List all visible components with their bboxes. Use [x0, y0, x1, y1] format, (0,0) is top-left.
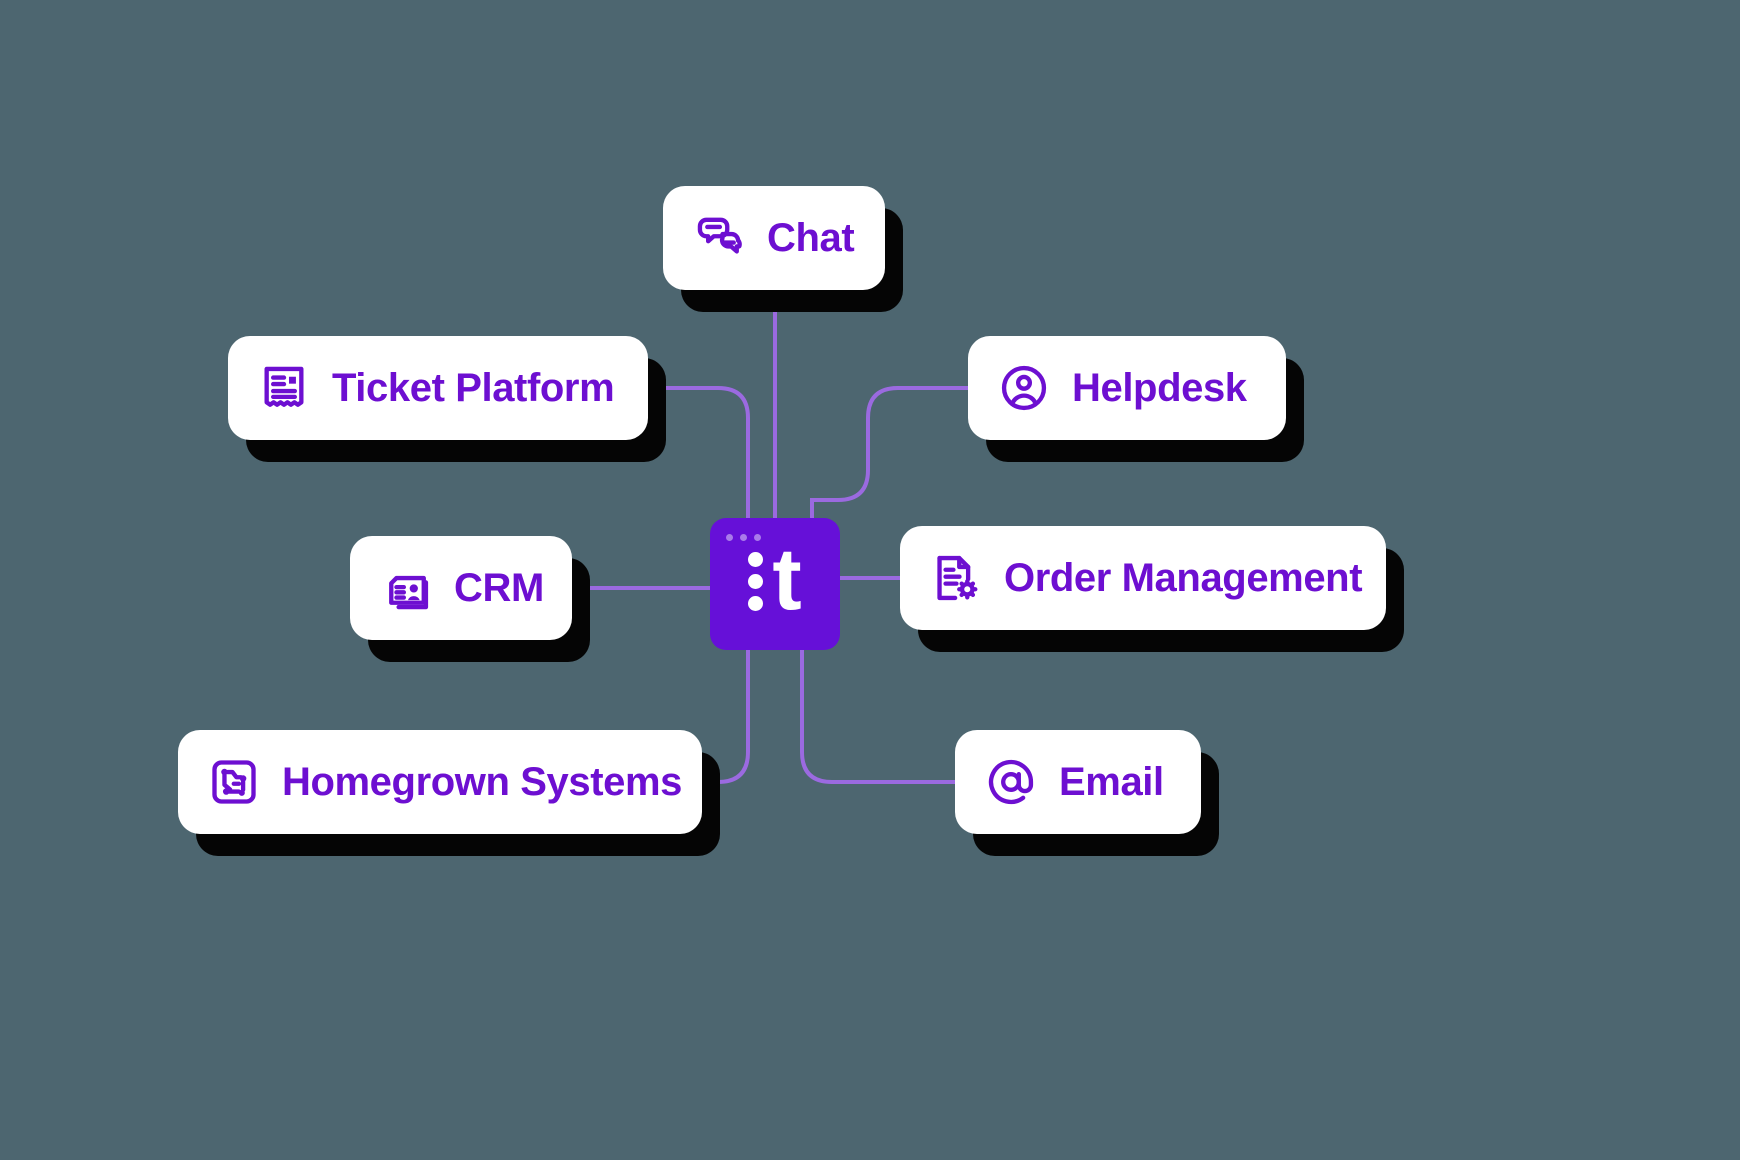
hub-logo-letter: t: [772, 528, 802, 628]
node-email-label: Email: [1059, 760, 1164, 804]
hub-window-dots: [726, 534, 761, 541]
user-circle-icon: [998, 362, 1050, 414]
at-sign-icon: [985, 756, 1037, 808]
document-gear-icon: [930, 552, 982, 604]
circuit-board-icon: [208, 756, 260, 808]
node-ticket-platform-label: Ticket Platform: [332, 366, 615, 410]
contact-card-icon: [380, 562, 432, 614]
node-ticket-platform[interactable]: Ticket Platform: [228, 336, 648, 440]
node-order-management[interactable]: Order Management: [900, 526, 1386, 630]
node-chat-label: Chat: [767, 216, 855, 260]
node-homegrown-systems-label: Homegrown Systems: [282, 760, 682, 804]
node-crm[interactable]: CRM: [350, 536, 572, 640]
hub-logo: t: [710, 534, 840, 623]
node-helpdesk-label: Helpdesk: [1072, 366, 1247, 410]
connector-ticket-platform: [646, 386, 750, 520]
node-homegrown-systems[interactable]: Homegrown Systems: [178, 730, 702, 834]
central-platform-hub[interactable]: t: [710, 518, 840, 650]
connector-homegrown-systems: [700, 648, 750, 784]
node-order-management-label: Order Management: [1004, 556, 1363, 600]
node-email[interactable]: Email: [955, 730, 1201, 834]
chat-bubbles-icon: [693, 212, 745, 264]
connector-helpdesk: [810, 386, 970, 520]
node-crm-label: CRM: [454, 566, 544, 610]
node-helpdesk[interactable]: Helpdesk: [968, 336, 1286, 440]
receipt-icon: [258, 362, 310, 414]
connector-email: [800, 648, 957, 784]
node-chat[interactable]: Chat: [663, 186, 885, 290]
hub-logo-dots: [748, 552, 764, 611]
